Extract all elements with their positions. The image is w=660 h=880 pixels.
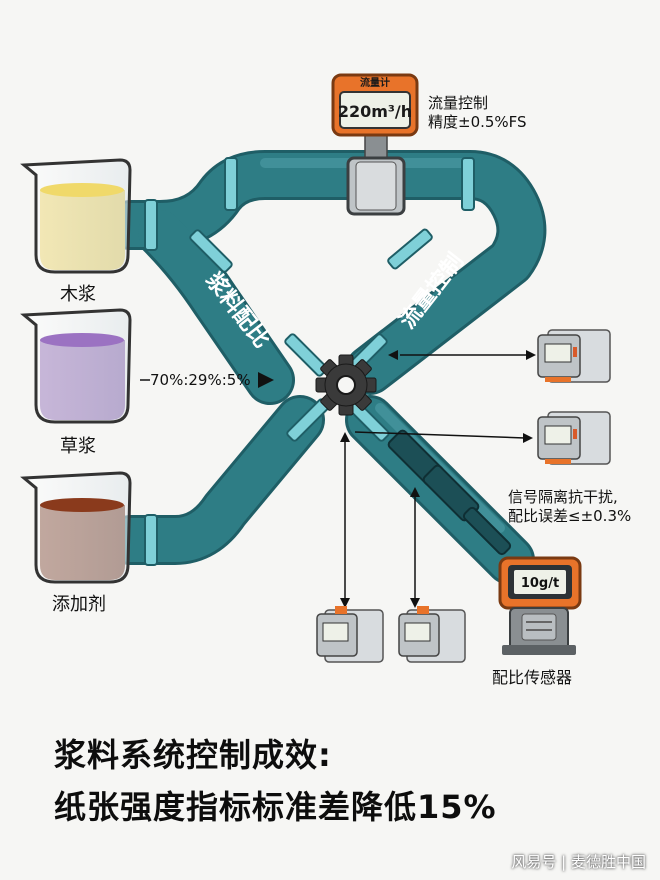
watermark: 风易号 | 麦德胜中国 (511, 853, 646, 871)
isolator-module-3 (316, 606, 384, 663)
headline-line2: 纸张强度指标标准差降低15% (54, 788, 497, 826)
ratio-arrowhead (258, 372, 274, 388)
signal-note-line2: 配比误差≤±0.3% (508, 507, 632, 525)
isolator-module-4 (398, 606, 466, 663)
headline-line1: 浆料系统控制成效: (54, 736, 332, 774)
flowmeter (331, 73, 419, 216)
gear-icon (315, 354, 377, 416)
material-label-2: 草浆 (60, 436, 96, 457)
pipe-joints (144, 157, 475, 566)
flowmeter-note: 流量控制 精度±0.5%FS (428, 94, 527, 132)
arrowheads (340, 350, 536, 608)
flowmeter-note-line2: 精度±0.5%FS (428, 113, 527, 131)
sensor-label: 配比传感器 (492, 668, 573, 687)
isolator-module-1 (537, 329, 611, 383)
sensor-reading: 10g/t (521, 576, 559, 591)
pipe-couplings (387, 429, 512, 556)
signal-note: 信号隔离抗干扰, 配比误差≤±0.3% (508, 488, 631, 526)
ratio-sensor (498, 556, 582, 655)
signal-arrows (344, 354, 528, 600)
material-label-3: 添加剂 (52, 594, 106, 615)
flowmeter-name: 流量计 (360, 76, 390, 89)
signal-note-line1: 信号隔离抗干扰, (508, 488, 618, 506)
flowmeter-reading: 220m³/h (338, 102, 412, 121)
material-label-1: 木浆 (60, 284, 96, 305)
flowmeter-note-line1: 流量控制 (428, 94, 489, 112)
beaker-2 (20, 308, 132, 424)
isolator-module-2 (537, 411, 611, 465)
ratio-text: 70%:29%:5% (150, 371, 251, 389)
beaker-1 (20, 158, 132, 274)
beaker-3 (20, 471, 132, 584)
